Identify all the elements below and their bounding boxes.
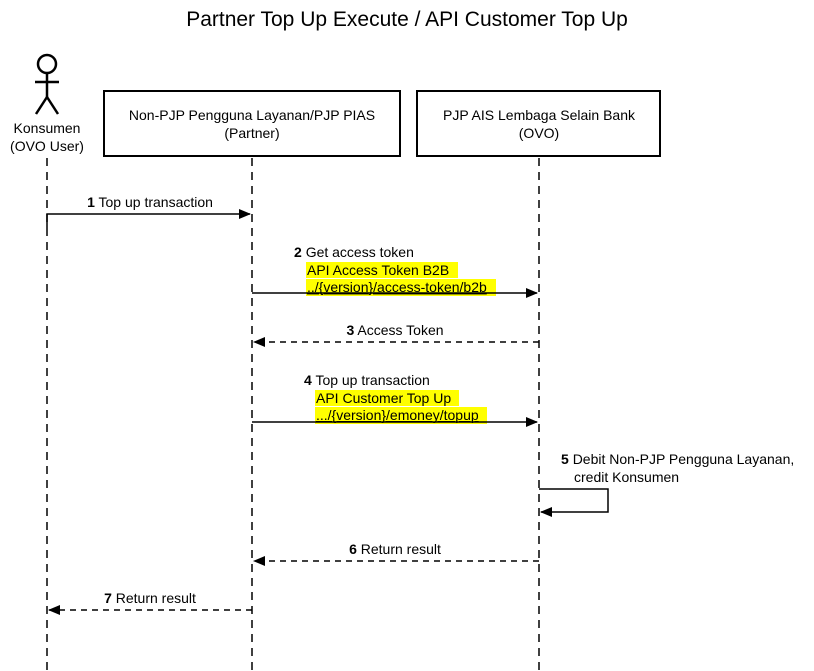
participant-name: Non-PJP Pengguna Layanan/PJP PIAS: [129, 107, 375, 123]
message-number: 4: [304, 372, 312, 388]
message-6[interactable]: 6 Return result: [253, 541, 539, 566]
message-1[interactable]: 1 Top up transaction: [46, 194, 251, 228]
message-7[interactable]: 7 Return result: [48, 590, 252, 615]
message-label: 2 Get access token: [294, 244, 414, 260]
participant-partner[interactable]: Non-PJP Pengguna Layanan/PJP PIAS (Partn…: [103, 90, 401, 157]
actor-konsumen[interactable]: Konsumen (OVO User): [10, 53, 84, 154]
api-endpoint-link[interactable]: .../{version}/emoney/topup: [316, 407, 479, 423]
diagram-title: Partner Top Up Execute / API Customer To…: [186, 8, 628, 31]
self-message-arrow: [539, 488, 609, 517]
participant-name: PJP AIS Lembaga Selain Bank: [443, 107, 636, 123]
message-text: Debit Non-PJP Pengguna Layanan,: [573, 451, 795, 467]
api-endpoint-link[interactable]: ../{version}/access-token/b2b: [307, 279, 487, 295]
api-name: API Access Token B2B: [307, 262, 449, 278]
message-label: 4 Top up transaction: [304, 372, 430, 388]
message-text-line2: credit Konsumen: [574, 469, 679, 485]
highlight-background: [306, 262, 458, 278]
message-label: 6 Return result: [349, 541, 441, 557]
message-text: Top up transaction: [315, 372, 429, 388]
highlight-background: [306, 279, 496, 296]
message-number: 5: [561, 451, 569, 467]
participant-subtitle: (OVO): [519, 125, 559, 141]
message-text: Get access token: [306, 244, 414, 260]
actor-subtitle: (OVO User): [10, 138, 84, 154]
highlight-background: [315, 407, 487, 424]
message-arrow: [46, 209, 251, 228]
message-number: 7: [104, 590, 112, 606]
message-text: Return result: [116, 590, 196, 606]
message-text: Top up transaction: [99, 194, 213, 210]
message-text: Return result: [361, 541, 441, 557]
message-label: 1 Top up transaction: [87, 194, 213, 210]
message-text: Access Token: [357, 322, 443, 338]
message-5[interactable]: 5 Debit Non-PJP Pengguna Layanan, credit…: [539, 451, 794, 517]
api-name: API Customer Top Up: [316, 390, 451, 406]
actor-name: Konsumen: [14, 120, 81, 136]
message-number: 3: [346, 322, 354, 338]
message-2[interactable]: 2 Get access token API Access Token B2B …: [252, 244, 538, 298]
message-number: 1: [87, 194, 95, 210]
message-label: 7 Return result: [104, 590, 196, 606]
message-4[interactable]: 4 Top up transaction API Customer Top Up…: [252, 372, 538, 427]
message-label: 5 Debit Non-PJP Pengguna Layanan,: [561, 451, 794, 467]
participant-ovo[interactable]: PJP AIS Lembaga Selain Bank (OVO): [416, 90, 661, 157]
stick-figure-icon: [34, 53, 60, 115]
participant-subtitle: (Partner): [224, 125, 279, 141]
message-number: 6: [349, 541, 357, 557]
highlight-background: [315, 390, 459, 406]
message-number: 2: [294, 244, 302, 260]
message-3[interactable]: 3 Access Token: [253, 322, 539, 347]
message-label: 3 Access Token: [346, 322, 443, 338]
